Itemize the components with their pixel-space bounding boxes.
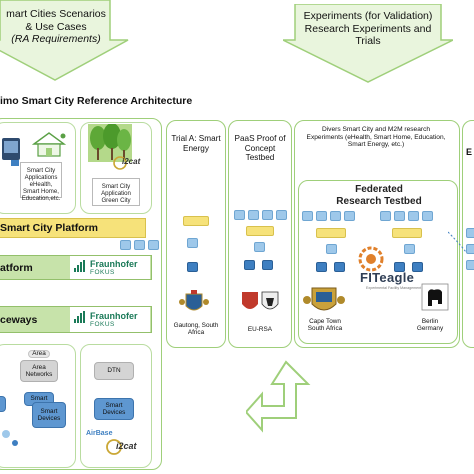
left-smart-city-app-box: Smart City Applications eHealth, Smart H… bbox=[20, 162, 62, 202]
cape-town-label: Cape Town South Africa bbox=[307, 318, 343, 333]
fiteagle-logo-icon bbox=[358, 246, 384, 272]
area-node: Area bbox=[28, 350, 50, 358]
fokus-name-2: FOKUS bbox=[90, 320, 115, 328]
fed-block bbox=[380, 211, 391, 221]
paas-block bbox=[276, 210, 287, 220]
fed-block bbox=[408, 211, 419, 221]
berlin-bear-icon bbox=[421, 283, 449, 311]
trial-a-panel bbox=[166, 120, 226, 348]
airbase-label: AirBase bbox=[86, 430, 113, 437]
paas-title: PaaS Proof of Concept Testbed bbox=[234, 134, 286, 163]
screen-icon bbox=[4, 141, 18, 153]
experiments-line2: Research Experiments and bbox=[304, 22, 432, 35]
fed-block bbox=[302, 211, 313, 221]
experiments-banner-arrow bbox=[283, 4, 453, 83]
smart-city-platform-bar: Smart City Platform bbox=[0, 218, 146, 238]
fed-block bbox=[316, 211, 327, 221]
fed-dark-block bbox=[412, 262, 423, 272]
green-trees-icon bbox=[88, 124, 132, 162]
fed-block bbox=[330, 211, 341, 221]
house-icon bbox=[31, 132, 67, 157]
i2cat-label-top: i2cat bbox=[122, 157, 141, 166]
dtn-node: DTN bbox=[94, 362, 134, 380]
federated-testbed-title: Federated Research Testbed bbox=[336, 184, 422, 207]
i2cat-logo-bottom bbox=[106, 439, 122, 455]
trial-a-dark-block bbox=[187, 262, 198, 272]
paas-dark-block bbox=[244, 260, 255, 270]
fraunhofer-mark-icon bbox=[74, 311, 85, 323]
smart-devices-left: Smart Devices bbox=[32, 402, 66, 428]
scenarios-banner-text: mart Cities Scenarios & Use Cases (RA Re… bbox=[0, 8, 112, 46]
network-icon bbox=[2, 430, 10, 438]
fiteagle-tagline: Experimental Facility Management Framewo… bbox=[366, 286, 441, 290]
gautong-coat-of-arms-icon bbox=[179, 290, 209, 311]
fokus-name-1: FOKUS bbox=[90, 268, 115, 276]
diverse-experiments-text: Divers Smart City and M2M research Exper… bbox=[306, 126, 446, 149]
paas-block bbox=[248, 210, 259, 220]
cape-town-coat-of-arms-icon bbox=[303, 287, 345, 311]
paas-yellow-block bbox=[246, 226, 274, 236]
paas-dark-block bbox=[262, 260, 273, 270]
dashed-link-connector bbox=[448, 231, 467, 253]
i2cat-logo-top bbox=[113, 156, 127, 170]
experiments-line1: Experiments (for Validation) bbox=[303, 10, 433, 22]
fed-block bbox=[404, 244, 415, 254]
block-square bbox=[120, 240, 131, 250]
fraunhofer-mark-icon bbox=[74, 260, 85, 272]
scenarios-line1: mart Cities Scenarios bbox=[6, 8, 106, 20]
block-square bbox=[134, 240, 145, 250]
experiments-banner-text: Experiments (for Validation) Research Ex… bbox=[292, 10, 444, 48]
trial-a-block bbox=[187, 238, 198, 248]
fed-dark-block bbox=[394, 262, 405, 272]
fed-dark-block bbox=[334, 262, 345, 272]
paas-location: EU-RSA bbox=[247, 326, 273, 333]
reference-architecture-title: imo Smart City Reference Architecture bbox=[0, 95, 193, 107]
fiteagle-logo-text: FITeagle bbox=[360, 270, 415, 285]
small-blue-box-icon bbox=[11, 160, 19, 166]
network-icon bbox=[12, 440, 18, 446]
trial-a-title: Trial A: Smart Energy bbox=[171, 134, 221, 153]
block-square bbox=[148, 240, 159, 250]
paas-block bbox=[262, 210, 273, 220]
fed-yellow-block-left bbox=[316, 228, 346, 238]
right-clipped-block bbox=[466, 244, 474, 254]
scenarios-line3: (RA Requirements) bbox=[11, 33, 101, 45]
berlin-label: Berlin Germany bbox=[416, 318, 444, 333]
smart-devices-right: Smart Devices bbox=[94, 398, 134, 420]
fed-block bbox=[394, 211, 405, 221]
trial-a-yellow-block bbox=[183, 216, 209, 226]
right-clipped-block bbox=[466, 228, 474, 238]
fraunhofer-logo-1: Fraunhofer FOKUS bbox=[70, 256, 150, 279]
fraunhofer-logo-2: Fraunhofer FOKUS bbox=[70, 307, 150, 332]
fed-yellow-block-right bbox=[392, 228, 422, 238]
i2cat-label-bottom: i2cat bbox=[116, 441, 137, 451]
paas-block bbox=[234, 210, 245, 220]
fraunhofer-name-2: Fraunhofer bbox=[90, 310, 138, 321]
right-clipped-block bbox=[466, 260, 474, 270]
area-networks-node: Area Networks bbox=[20, 360, 58, 382]
scenarios-banner-arrow bbox=[0, 0, 129, 81]
experiments-line3: Trials bbox=[355, 35, 381, 47]
eu-rsa-flags-icon bbox=[242, 291, 279, 310]
scenarios-line2: & Use Cases bbox=[25, 20, 87, 33]
fed-block bbox=[422, 211, 433, 221]
fed-block bbox=[344, 211, 355, 221]
fed-dark-block bbox=[316, 262, 327, 272]
device-node-left-edge bbox=[0, 396, 6, 412]
right-smart-city-app-box: Smart City Application Green City bbox=[92, 178, 140, 206]
fraunhofer-name-1: Fraunhofer bbox=[90, 258, 138, 269]
paas-block bbox=[254, 242, 265, 252]
fed-block bbox=[326, 244, 337, 254]
trial-a-location: Gautong, South Africa bbox=[173, 322, 219, 337]
feedback-return-arrow bbox=[246, 360, 311, 433]
right-clipped-letter: E bbox=[466, 147, 473, 157]
